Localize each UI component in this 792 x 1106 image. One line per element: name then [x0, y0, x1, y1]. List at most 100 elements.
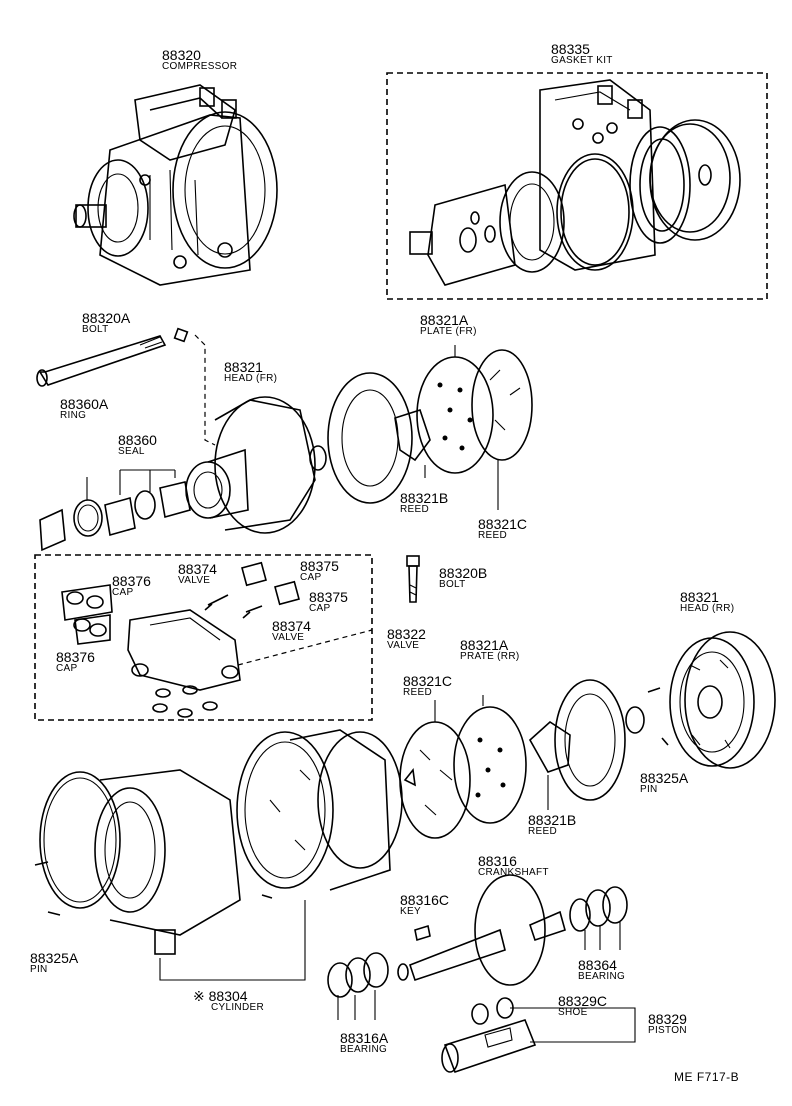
part-label-88376-a: 88376 CAP	[112, 574, 151, 598]
part-name: REED	[528, 826, 557, 837]
part-label-88335: 88335 GASKET KIT	[551, 42, 613, 66]
part-number: 88360A	[60, 396, 109, 412]
part-name: SHOE	[558, 1007, 588, 1018]
part-name: VALVE	[272, 632, 305, 643]
part-name: HEAD (FR)	[224, 373, 278, 384]
part-label-88320a: 88320A BOLT	[82, 311, 130, 335]
part-name: PIN	[640, 784, 658, 795]
part-number: 88364	[578, 957, 617, 973]
part-name: CAP	[112, 587, 134, 598]
ring-seal-drawing	[39, 469, 191, 552]
part-name: VALVE	[387, 640, 420, 651]
part-number: 88321C	[478, 516, 528, 532]
part-name: REED	[403, 687, 432, 698]
part-number: 88320B	[439, 565, 488, 581]
rear-plate-group-drawing	[399, 679, 626, 839]
figure-code: ME F717-B	[674, 1070, 740, 1084]
part-name: CAP	[56, 663, 78, 674]
part-number: 88316A	[340, 1030, 389, 1046]
part-name: VALVE	[178, 575, 211, 586]
part-number: 88321	[680, 589, 719, 605]
part-label-88316c: 88316C KEY	[400, 893, 449, 917]
part-number: 88321C	[403, 673, 453, 689]
part-label-88321b-mid: 88321B REED	[528, 813, 576, 837]
head-fr-drawing	[185, 334, 327, 534]
compressor-assembly-drawing	[73, 84, 278, 286]
bolt-88320a-drawing	[36, 327, 189, 387]
part-label-88321c-mid: 88321C REED	[403, 674, 452, 698]
part-label-88316a: 88316A BEARING	[340, 1031, 388, 1055]
part-name: BOLT	[439, 579, 466, 590]
part-name: BEARING	[340, 1044, 388, 1055]
part-number: 88376	[56, 649, 95, 665]
part-label-88329: 88329 PISTON	[648, 1012, 687, 1036]
part-label-88375-b: 88375 CAP	[309, 590, 348, 614]
part-number: 88325A	[30, 950, 79, 966]
part-label-88321-rr: 88321 HEAD (RR)	[680, 590, 734, 614]
part-number: 88375	[309, 589, 348, 605]
part-name: KEY	[400, 906, 421, 917]
crankshaft-group-drawing	[327, 874, 628, 1020]
part-label-88321a-fr: 88321A PLATE (FR)	[420, 313, 477, 337]
part-label-88321c-top: 88321C REED	[478, 517, 527, 541]
part-name: COMPRESSOR	[162, 61, 238, 72]
part-name: PISTON	[648, 1025, 687, 1036]
part-name: BEARING	[578, 971, 626, 982]
cylinder-drawing	[34, 729, 403, 981]
part-name: CYLINDER	[211, 1002, 264, 1013]
part-number: 88329C	[558, 993, 608, 1009]
part-label-88304: ※ 88304 CYLINDER	[193, 989, 264, 1013]
part-label-88360: 88360 SEAL	[118, 433, 157, 457]
part-number: 88321B	[528, 812, 577, 828]
part-label-88322: 88322 VALVE	[387, 627, 426, 651]
valve-group-drawing	[61, 561, 373, 718]
part-name: PRATE (RR)	[460, 651, 520, 662]
part-number: 88321B	[400, 490, 449, 506]
part-label-88329c: 88329C SHOE	[558, 994, 607, 1018]
part-number: 88335	[551, 41, 590, 57]
part-label-88375-a: 88375 CAP	[300, 559, 339, 583]
part-number: 88360	[118, 432, 157, 448]
part-name: PIN	[30, 964, 48, 975]
part-number: 88321A	[460, 637, 509, 653]
part-number: 88374	[272, 618, 311, 634]
part-number: 88376	[112, 573, 151, 589]
part-name: REED	[400, 504, 429, 515]
part-number: 88316C	[400, 892, 450, 908]
part-number: 88316	[478, 853, 517, 869]
part-label-88325a-r: 88325A PIN	[640, 771, 688, 795]
part-number: 88325A	[640, 770, 689, 786]
part-label-88320b: 88320B BOLT	[439, 566, 487, 590]
part-label-88325a-l: 88325A PIN	[30, 951, 78, 975]
part-name: HEAD (RR)	[680, 603, 735, 614]
part-number: 88321A	[420, 312, 469, 328]
part-label-88364: 88364 BEARING	[578, 958, 625, 982]
part-label-88321a-rr: 88321A PRATE (RR)	[460, 638, 519, 662]
part-label-88321b-top: 88321B REED	[400, 491, 448, 515]
part-name: BOLT	[82, 324, 109, 335]
part-name: PLATE (FR)	[420, 326, 477, 337]
part-label-88320: 88320 COMPRESSOR	[162, 48, 237, 72]
plate-fr-group-drawing	[327, 345, 533, 510]
valve-group-boundary	[34, 554, 373, 721]
gasket-kit-drawing	[409, 79, 741, 286]
part-number: 88322	[387, 626, 426, 642]
part-number: 88320	[162, 47, 201, 63]
part-name: SEAL	[118, 446, 145, 457]
part-name: CAP	[309, 603, 331, 614]
part-number: 88375	[300, 558, 339, 574]
part-name: GASKET KIT	[551, 55, 613, 66]
part-label-88321-fr: 88321 HEAD (FR)	[224, 360, 277, 384]
part-name: CRANKSHAFT	[478, 867, 549, 878]
part-number: 88321	[224, 359, 263, 375]
part-name: RING	[60, 410, 87, 421]
part-label-88360a: 88360A RING	[60, 397, 108, 421]
part-label-88374-b: 88374 VALVE	[272, 619, 311, 643]
part-label-88316: 88316 CRANKSHAFT	[478, 854, 549, 878]
part-number: 88329	[648, 1011, 687, 1027]
part-number: 88374	[178, 561, 217, 577]
bolt-88320b-drawing	[406, 555, 420, 603]
piston-group-drawing	[441, 997, 636, 1074]
part-label-88374-a: 88374 VALVE	[178, 562, 217, 586]
